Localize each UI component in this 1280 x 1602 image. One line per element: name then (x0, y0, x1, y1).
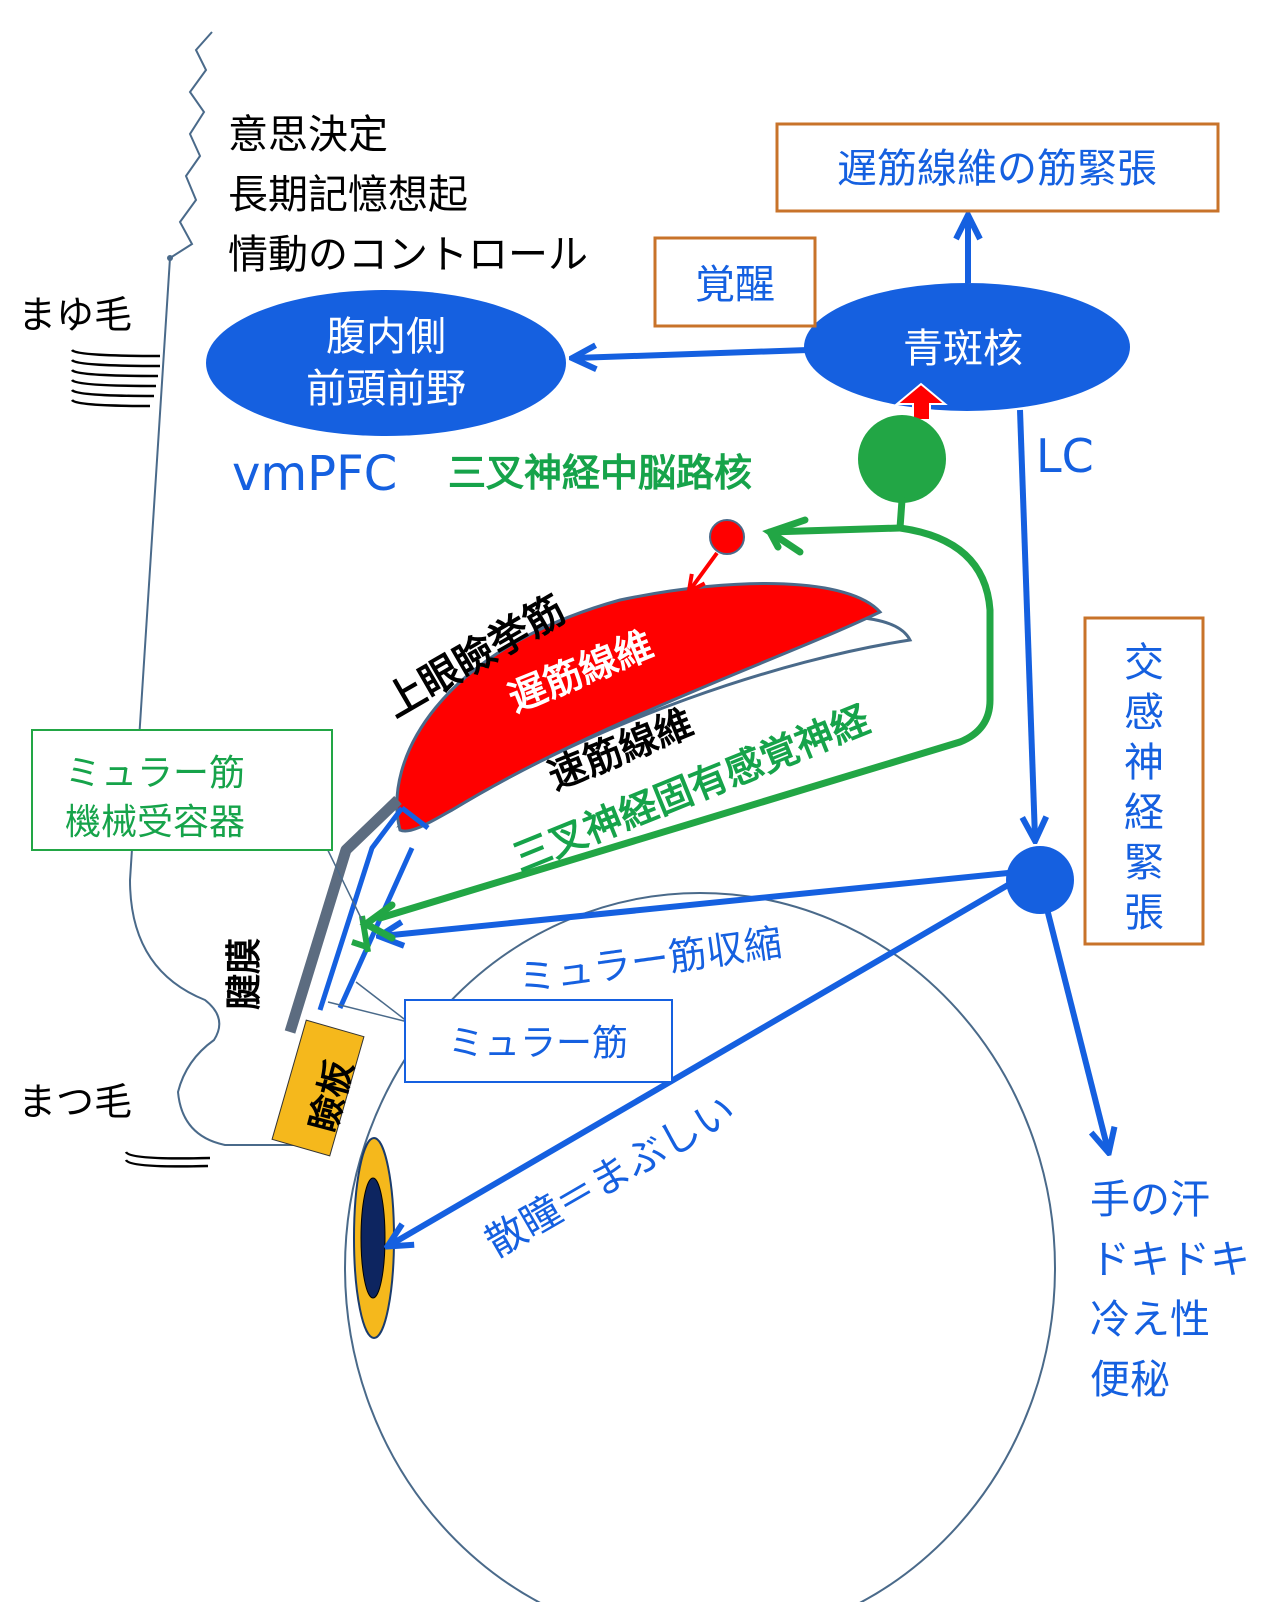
muller-muscle-label: ミュラー筋 (448, 1023, 628, 1064)
slow-tension-label: 遅筋線維の筋緊張 (837, 146, 1157, 192)
muller-contraction-label: ミュラー筋収縮 (515, 920, 785, 1001)
arrow-to-symptoms (1043, 904, 1108, 1150)
arrow-mydriasis (390, 882, 1010, 1245)
symptom-constipation: 便秘 (1090, 1357, 1170, 1403)
eyeball (344, 892, 1056, 1602)
sympathetic-char-1: 交 (1124, 640, 1164, 686)
sympathetic-ganglion (1006, 846, 1074, 914)
green-receptor-mark (351, 915, 371, 953)
sympathetic-char-3: 神 (1124, 740, 1164, 786)
tarsus-plate (271, 1019, 365, 1157)
cortex-label-memory: 長期記憶想起 (228, 172, 468, 218)
forehead-wavy-line (169, 31, 213, 259)
eyebrow-hairs (70, 348, 161, 408)
arousal-label: 覚醒 (695, 262, 775, 308)
cortex-label-decision: 意思決定 (228, 112, 388, 158)
symptom-cold: 冷え性 (1090, 1297, 1210, 1343)
eyelash-label: まつ毛 (18, 1080, 132, 1124)
aponeurosis-label: 腱膜 (224, 938, 265, 1010)
muller-muscle-box (404, 999, 673, 1083)
arrow-to-muller (382, 870, 1009, 936)
arrow-lc-to-vmpfc (575, 350, 809, 358)
pointer-muller-1 (355, 981, 409, 1023)
slow-fiber-muscle (395, 582, 883, 833)
muller-receptor-box (31, 729, 333, 851)
green-nerve-paths (376, 496, 994, 922)
muller-receptor-label-1: ミュラー筋 (65, 753, 245, 794)
lc-abbr: LC (1036, 429, 1094, 483)
vmpfc-label-2: 前頭前野 (306, 366, 466, 412)
skin-outline (128, 257, 298, 1146)
arrow-lc-to-sympathetic (1017, 409, 1035, 838)
vmpfc-label-1: 腹内側 (326, 314, 446, 360)
vmpfc-node (206, 290, 566, 436)
symptom-palpitation: ドキドキ (1090, 1237, 1250, 1283)
sympathetic-box (1083, 616, 1205, 946)
cortex-label-emotion: 情動のコントロール (228, 232, 588, 278)
eyelash-hairs (124, 1151, 211, 1168)
locus-coeruleus-node (804, 283, 1130, 411)
vmpfc-abbr: vmPFC (232, 446, 397, 502)
mesencephalic-label: 三叉神経中脳路核 (448, 451, 752, 495)
arousal-box (653, 236, 817, 328)
blue-arrows (382, 218, 1108, 1245)
sympathetic-char-6: 張 (1124, 890, 1164, 936)
sympathetic-char-2: 感 (1124, 690, 1164, 736)
lc-label: 青斑核 (903, 326, 1023, 372)
sympathetic-label: 交 感 神 経 緊 張 (1124, 640, 1164, 936)
pupil (360, 1177, 386, 1299)
pointer-muller-2 (327, 1001, 409, 1023)
aponeurosis-band (284, 796, 402, 1034)
mesencephalic-neuron (858, 415, 946, 503)
red-motor-neuron (709, 519, 745, 555)
sympathetic-char-5: 緊 (1124, 840, 1164, 886)
arrow-red-to-slow-fiber (690, 551, 719, 590)
slow-tension-box (775, 122, 1220, 213)
symptom-hand-sweat: 手の汗 (1090, 1177, 1210, 1223)
sympathetic-char-4: 経 (1124, 790, 1164, 836)
eyebrow-label: まゆ毛 (18, 293, 132, 337)
muller-receptor-label-2: 機械受容器 (65, 802, 245, 843)
green-arrowhead-red-neuron (762, 516, 809, 556)
